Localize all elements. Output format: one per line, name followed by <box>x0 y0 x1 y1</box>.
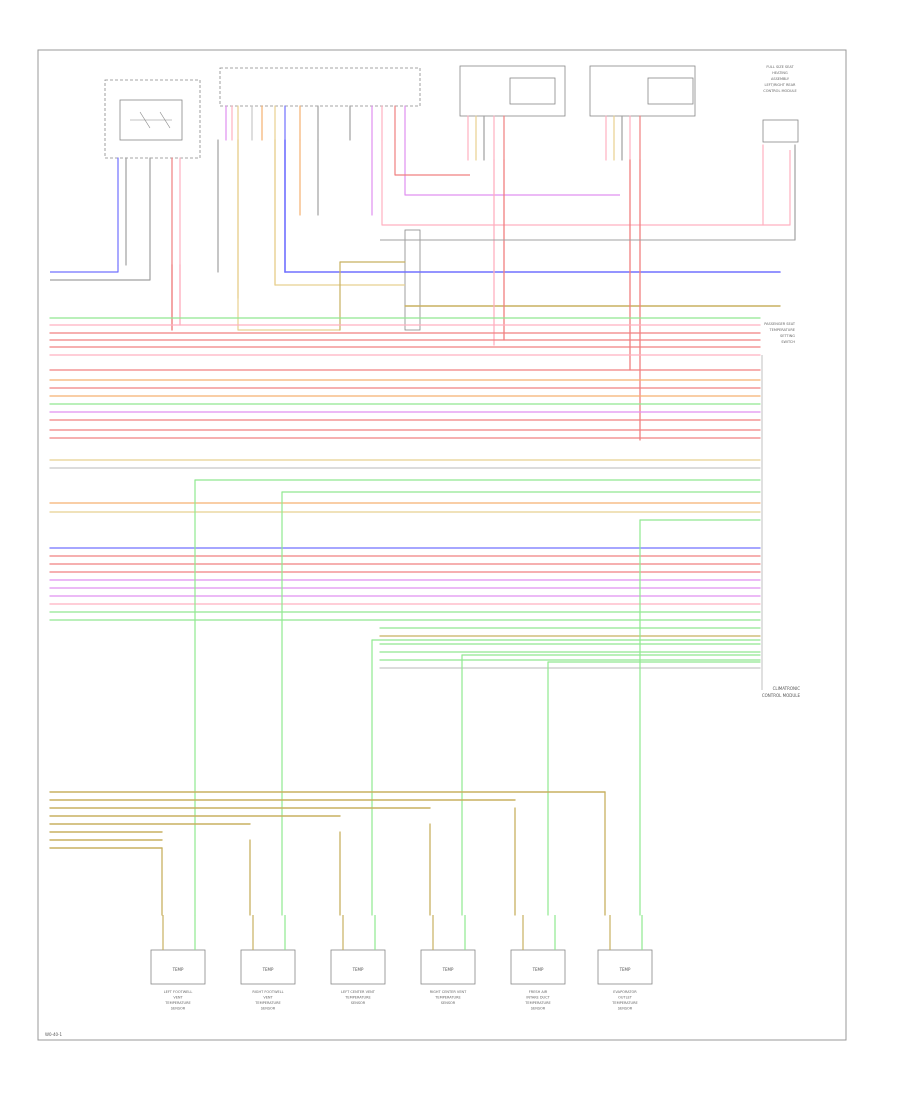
svg-text:LEFT/RIGHT REAR: LEFT/RIGHT REAR <box>765 83 797 87</box>
svg-text:ASSEMBLY: ASSEMBLY <box>771 77 790 81</box>
sensor-label: SENSOR <box>171 1007 186 1011</box>
sensor-label: LEFT FOOTWELL <box>164 990 193 994</box>
sensor-label: SENSOR <box>261 1007 276 1011</box>
svg-text:FULL SIZE SEAT: FULL SIZE SEAT <box>766 65 794 69</box>
wire <box>381 140 791 226</box>
sensor-label: VENT <box>173 996 183 1000</box>
sensor-label: TEMPERATURE <box>611 1001 637 1005</box>
sensor-label: TEMPERATURE <box>344 996 370 1000</box>
svg-text:CONTROL MODULE: CONTROL MODULE <box>763 89 796 93</box>
wire <box>237 298 340 331</box>
passenger-seat-switch-label: PASSENGER SEAT TEMPERATURE SETTING SWITC… <box>764 322 796 344</box>
sensor-ref: TEMP <box>172 967 184 972</box>
sensor-body <box>240 949 296 985</box>
sensor-label: SENSOR <box>351 1001 366 1005</box>
sensor-ref: TEMP <box>352 967 364 972</box>
sensor-body <box>420 949 476 985</box>
sensor-label: FRESH AIR <box>529 990 548 994</box>
sensor-label: SENSOR <box>618 1007 633 1011</box>
svg-text:CONTROL MODULE: CONTROL MODULE <box>762 693 801 698</box>
svg-text:SETTING: SETTING <box>780 334 795 338</box>
control-module-label: CLIMATRONIC CONTROL MODULE <box>762 686 801 698</box>
sensor-label: SENSOR <box>531 1007 546 1011</box>
sensor-label: OUTLET <box>618 996 633 1000</box>
sensor-label: TEMPERATURE <box>524 1001 550 1005</box>
sensor-label: INTAKE DUCT <box>526 996 550 1000</box>
wire <box>50 265 151 281</box>
sensor-body <box>330 949 386 985</box>
top-right-modules <box>459 65 799 143</box>
sensor-label: RIGHT FOOTWELL <box>252 990 283 994</box>
sensor-body <box>150 949 206 985</box>
svg-text:SWITCH: SWITCH <box>781 340 795 344</box>
wires <box>49 105 796 916</box>
sensor-ref: TEMP <box>532 967 544 972</box>
sensor-label: TEMPERATURE <box>254 1001 280 1005</box>
svg-text:HEATING: HEATING <box>772 71 788 75</box>
top-left-module <box>104 79 201 159</box>
wire <box>50 265 119 273</box>
svg-text:CLIMATRONIC: CLIMATRONIC <box>773 686 801 691</box>
sensor-body <box>597 949 653 985</box>
sensor-label: SENSOR <box>441 1001 456 1005</box>
top-center-module <box>219 67 421 331</box>
sensor-label: EVAPORATOR <box>613 990 637 994</box>
sensor-ref: TEMP <box>619 967 631 972</box>
diagram-frame <box>37 49 847 1041</box>
top-right-label: FULL SIZE SEAT HEATING ASSEMBLY LEFT/RIG… <box>763 65 796 93</box>
sensor-label: RIGHT CENTER VENT <box>430 990 467 994</box>
sensor-ref: TEMP <box>442 967 454 972</box>
wire <box>404 180 620 196</box>
svg-text:TEMPERATURE: TEMPERATURE <box>769 328 795 332</box>
sensor-label: LEFT CENTER VENT <box>341 990 376 994</box>
footer-code: W0-40-1 <box>45 1032 62 1037</box>
svg-text:PASSENGER SEAT: PASSENGER SEAT <box>764 322 796 326</box>
sensor-ref: TEMP <box>262 967 274 972</box>
sensor-label: TEMPERATURE <box>164 1001 190 1005</box>
sensor-body <box>510 949 566 985</box>
sensor-label: TEMPERATURE <box>434 996 460 1000</box>
sensor-label: VENT <box>263 996 273 1000</box>
